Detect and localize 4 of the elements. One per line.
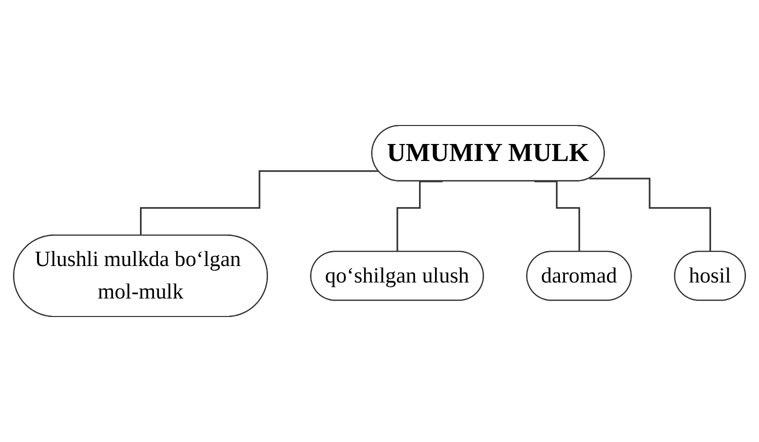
connector [140,170,378,236]
connector [534,180,580,253]
connector [589,178,712,253]
connector [396,180,443,253]
